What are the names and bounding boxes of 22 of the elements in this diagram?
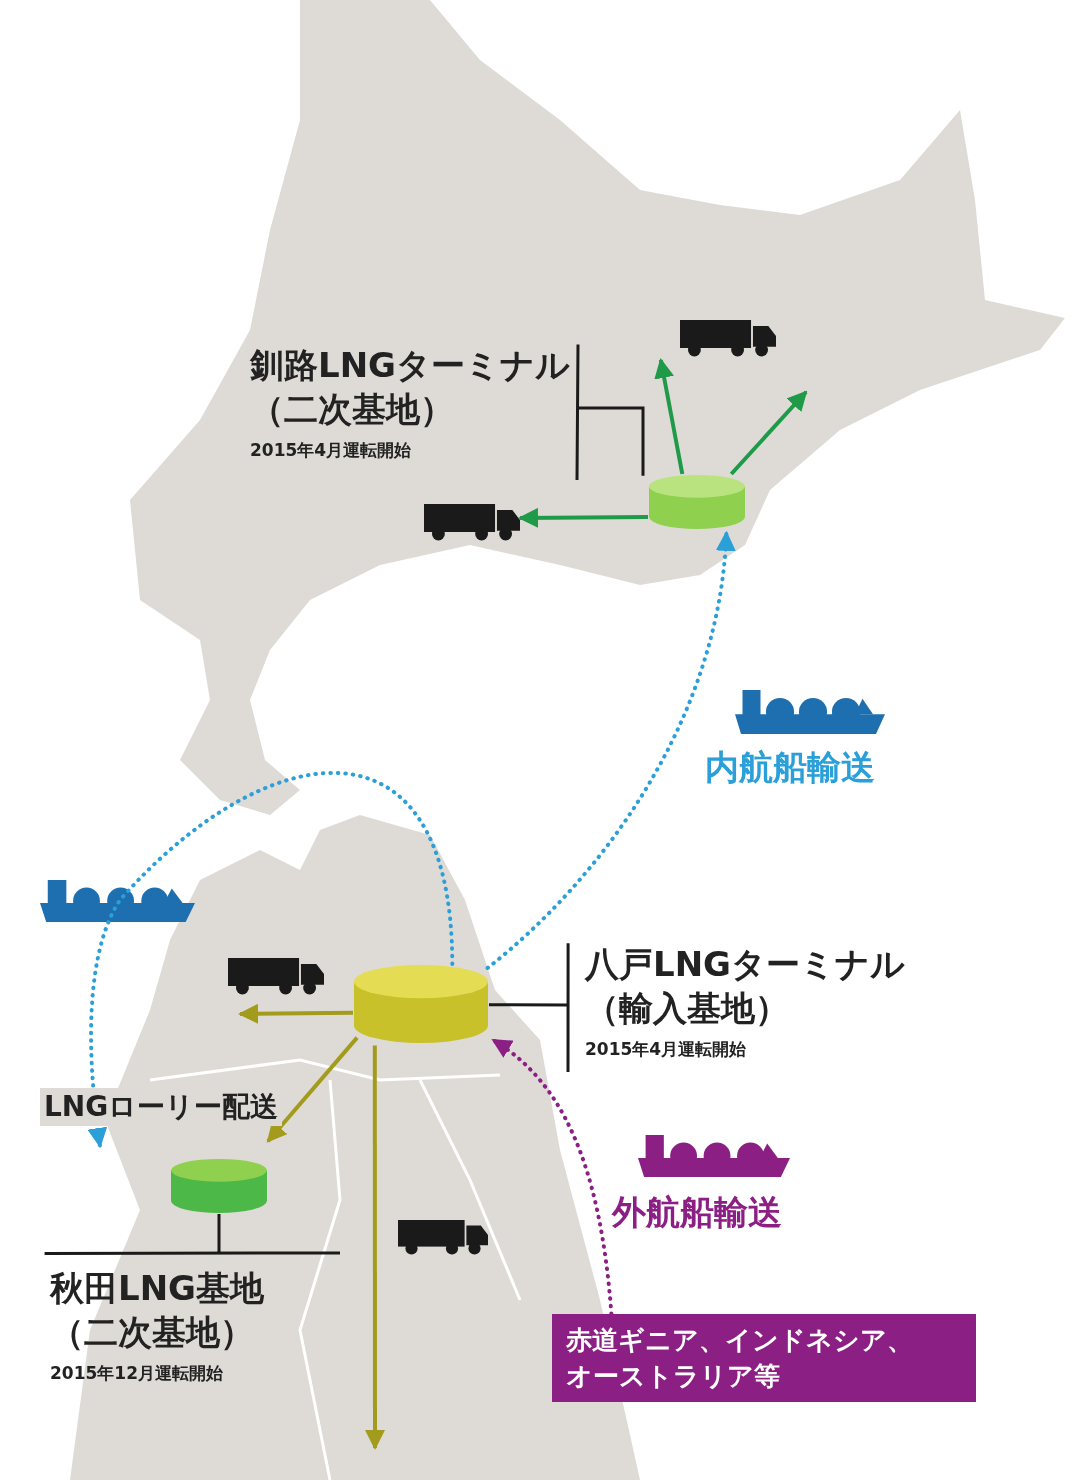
start-date: 2015年4月運転開始 bbox=[250, 439, 412, 462]
start-date: 2015年12月運転開始 bbox=[50, 1362, 223, 1385]
edge-label: LNGローリー配送 bbox=[40, 1088, 283, 1126]
arrow bbox=[518, 507, 648, 528]
leader-line bbox=[575, 342, 645, 482]
edge-label: 内航船輸送 bbox=[705, 746, 875, 789]
arrow bbox=[266, 1036, 359, 1143]
origin-note-panel: 赤道ギニア、インドネシア、オーストラリア等 bbox=[552, 1314, 976, 1402]
leader-line bbox=[43, 1212, 342, 1255]
start-date: 2015年4月運転開始 bbox=[585, 1038, 747, 1061]
leader-line bbox=[487, 941, 570, 1074]
terminal-name: 秋田LNG基地（二次基地） bbox=[50, 1267, 266, 1354]
arrow bbox=[729, 390, 808, 476]
arrow bbox=[654, 358, 685, 475]
terminal-name: 八戸LNGターミナル（輸入基地） bbox=[585, 943, 907, 1030]
dotted-arrow bbox=[87, 771, 455, 1148]
arrow bbox=[365, 1045, 385, 1450]
arrow bbox=[238, 1003, 354, 1024]
dotted-arrow bbox=[491, 1038, 614, 1316]
terminal-name: 釧路LNGターミナル（二次基地） bbox=[250, 344, 572, 431]
edge-label: 外航船輸送 bbox=[612, 1191, 782, 1234]
dotted-arrow bbox=[485, 530, 735, 970]
